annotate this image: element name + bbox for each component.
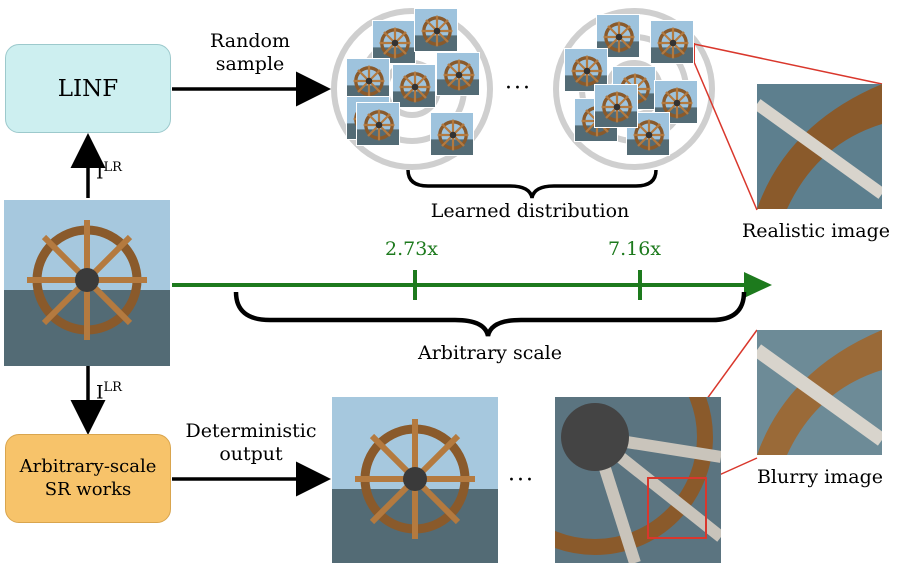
learned-distribution-label: Learned distribution [430,200,630,222]
output-image-small [332,397,498,563]
blurry-image-label: Blurry image [756,466,884,488]
realistic-image-label: Realistic image [741,220,890,242]
linf-label: LINF [57,75,119,102]
sample-thumbnail [436,52,480,96]
ilr-label-down: ILR [96,380,122,404]
zoom-crop-realistic [757,84,882,209]
random-sample-label: Random sample [190,30,310,76]
zoom-crop-blurry [757,330,882,455]
scale-axis-arrowhead [744,272,772,298]
sample-thumbnail [650,20,694,64]
sample-thumbnail [392,64,436,108]
sample-thumbnail [414,8,458,52]
arbitrary-scale-brace [233,291,747,337]
sample-thumbnail [346,58,390,102]
linf-box: LINF [5,44,171,133]
ilr-up-base: I [96,161,104,184]
zoom-box-bottom [647,477,707,539]
sample-thumbnail [594,84,638,128]
learned-distribution-brace [406,169,658,199]
zoom-line-top-2 [693,61,758,211]
ellipsis-bottom: ··· [508,468,535,493]
sample-thumbnail [654,80,698,124]
deterministic-output-label: Deterministic output [176,420,326,466]
sr-label-line1: Arbitrary-scale [19,456,157,477]
scale-tick-label-1: 2.73x [385,238,439,260]
ilr-down-base: I [96,381,104,404]
ilr-up-sup: LR [103,160,122,175]
random-sample-line1: Random [210,30,290,52]
sample-thumbnail [430,112,474,156]
ilr-label-up: ILR [96,160,122,184]
arbitrary-scale-label: Arbitrary scale [418,342,562,364]
zoom-line-top-1 [693,43,883,85]
random-sample-line2: sample [215,52,285,75]
sample-thumbnail [356,102,400,146]
output-image-large [555,397,721,563]
deterministic-output-line2: output [219,442,283,465]
arbitrary-scale-sr-box: Arbitrary-scale SR works [5,434,171,523]
scale-tick-label-2: 7.16x [608,238,662,260]
input-lr-image [4,200,170,366]
deterministic-output-line1: Deterministic [185,420,317,442]
ellipsis-top: ··· [505,76,532,101]
ilr-down-sup: LR [103,380,122,395]
sr-label-line2: SR works [44,478,132,500]
